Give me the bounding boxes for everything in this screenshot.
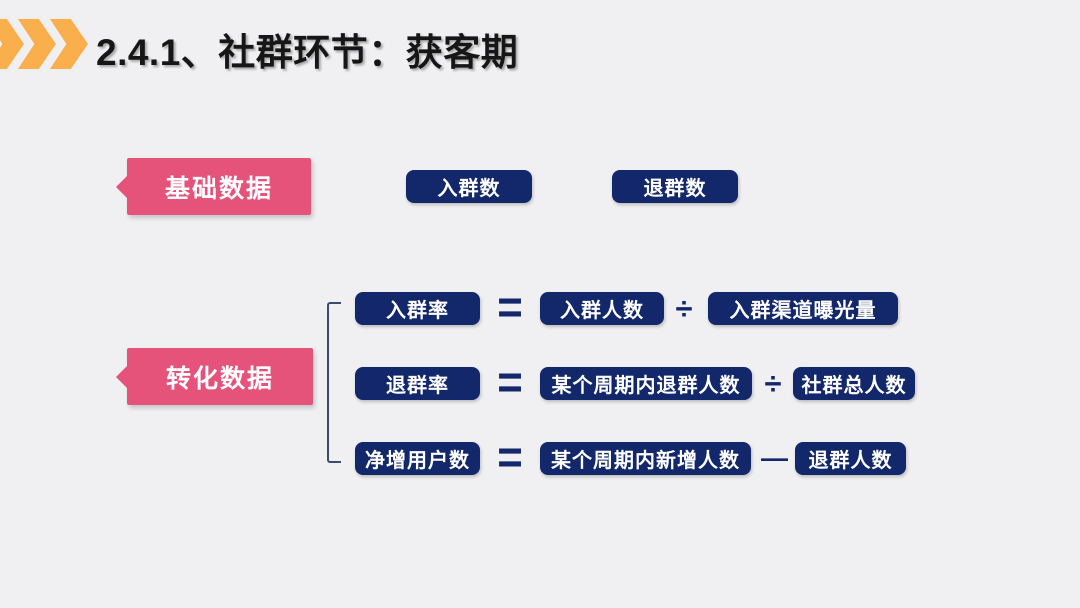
formula-operand-pill: 社群总人数	[793, 367, 915, 400]
basic-data-label: 基础数据	[164, 174, 273, 203]
divide-operator: ÷	[764, 365, 782, 401]
header-chevrons	[0, 19, 88, 69]
page-title: 2.4.1、社群环节：获客期	[96, 32, 519, 73]
chevron-right-icon	[0, 19, 24, 69]
formula-operand-pill: 入群人数	[540, 292, 664, 325]
tag-pointer-icon	[116, 174, 128, 199]
formula-operand-pill: 某个周期内退群人数	[540, 367, 752, 400]
tag-pointer-icon	[116, 364, 128, 389]
divide-operator: ÷	[675, 290, 693, 326]
equals-operator: =	[497, 431, 523, 485]
formula-operand-pill: 退群人数	[795, 442, 906, 475]
formula-operand-pill: 入群渠道曝光量	[708, 292, 898, 325]
formula-result-pill: 入群率	[355, 292, 480, 325]
metric-pill-leave-count: 退群数	[612, 170, 738, 203]
equals-operator: =	[497, 356, 523, 410]
formula-result-pill: 净增用户数	[355, 442, 480, 475]
formula-result-pill: 退群率	[355, 367, 480, 400]
basic-data-tag: 基础数据	[116, 158, 311, 215]
bracket-line	[327, 302, 341, 463]
conversion-data-label: 转化数据	[165, 364, 274, 393]
equals-operator: =	[497, 281, 523, 335]
minus-operator: —	[761, 443, 788, 473]
conversion-data-tag: 转化数据	[116, 348, 313, 405]
formula-operand-pill: 某个周期内新增人数	[540, 442, 751, 475]
metric-pill-join-count: 入群数	[406, 170, 532, 203]
